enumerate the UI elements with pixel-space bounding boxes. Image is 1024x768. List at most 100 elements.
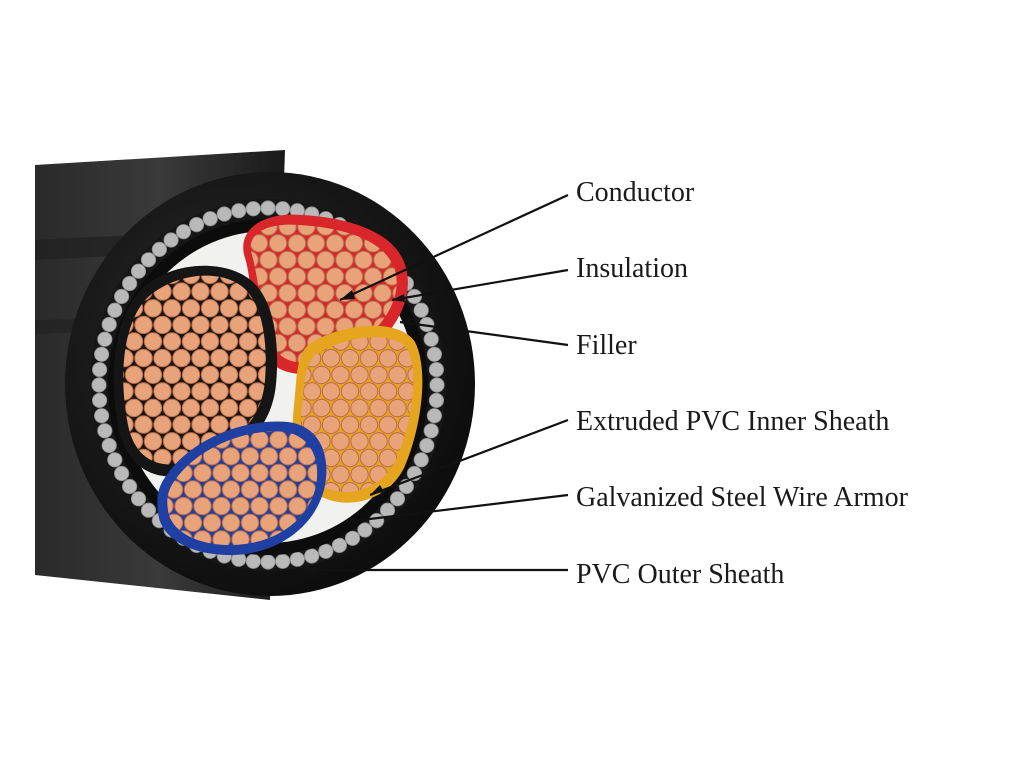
armor-wire xyxy=(389,491,406,507)
copper-strand xyxy=(202,513,222,532)
copper-strand xyxy=(143,432,163,451)
armor-wire xyxy=(122,478,138,495)
copper-strand xyxy=(200,365,220,384)
copper-strand xyxy=(340,349,360,368)
copper-strand xyxy=(143,365,163,384)
armor-wire xyxy=(426,408,442,424)
armor-wire xyxy=(163,232,179,248)
copper-strand xyxy=(350,465,369,484)
armor-wire xyxy=(175,224,192,240)
armor-wire xyxy=(114,288,130,305)
leader-inner-sheath xyxy=(369,418,569,497)
copper-strand xyxy=(297,283,316,303)
armor-wire xyxy=(426,346,442,362)
armor-wire xyxy=(92,392,108,408)
armor-wire xyxy=(130,491,147,507)
armor-wire xyxy=(275,553,291,569)
copper-strand xyxy=(124,398,144,418)
armor-wire xyxy=(97,331,113,347)
copper-strand xyxy=(123,365,125,384)
copper-strand xyxy=(378,448,398,468)
armor-wire xyxy=(368,512,385,529)
copper-strand xyxy=(181,398,201,418)
core-blue xyxy=(157,421,327,555)
copper-strand xyxy=(212,496,231,516)
copper-strand xyxy=(193,496,212,516)
copper-strand xyxy=(162,398,182,418)
copper-strand xyxy=(359,349,379,368)
copper-strand xyxy=(316,250,335,270)
leader-insulation xyxy=(391,268,569,302)
copper-strand xyxy=(153,315,172,335)
copper-strand xyxy=(221,447,241,466)
label-filler: Filler xyxy=(576,330,637,361)
copper-strand xyxy=(278,447,298,466)
copper-strand xyxy=(287,333,307,353)
copper-strand xyxy=(210,348,229,368)
armor-wire xyxy=(189,217,205,233)
copper-strand xyxy=(359,448,379,468)
copper-strand xyxy=(287,300,307,319)
copper-strand xyxy=(259,480,279,499)
copper-strand xyxy=(300,415,303,434)
armor-wire xyxy=(275,201,291,217)
copper-strand xyxy=(143,398,163,418)
copper-strand xyxy=(287,234,307,253)
copper-strand xyxy=(181,432,201,451)
copper-strand xyxy=(288,463,307,483)
copper-strand xyxy=(259,431,279,433)
copper-strand xyxy=(250,463,269,483)
copper-strand xyxy=(269,496,288,516)
armor-wire xyxy=(423,423,439,439)
copper-strand xyxy=(350,337,369,351)
armor-wire xyxy=(423,331,439,347)
copper-strand xyxy=(297,480,317,499)
armor-wire xyxy=(413,452,429,468)
copper-strand xyxy=(124,365,144,384)
copper-strand xyxy=(172,415,191,434)
copper-strand xyxy=(229,348,248,368)
armor-wire xyxy=(304,548,320,564)
armor-wire xyxy=(428,361,444,378)
copper-strand xyxy=(172,315,191,335)
armor-wire xyxy=(101,316,117,333)
armor-wire xyxy=(216,206,232,222)
copper-strand xyxy=(312,365,331,385)
copper-strand xyxy=(248,382,266,401)
copper-strand xyxy=(306,300,326,319)
armor-wire xyxy=(97,423,113,439)
arrowhead-armor xyxy=(345,516,357,524)
copper-strand xyxy=(344,267,364,286)
copper-strand xyxy=(162,365,182,384)
armor-wire xyxy=(114,465,130,482)
armor-wire xyxy=(91,377,107,393)
copper-strand xyxy=(331,465,350,484)
label-extruded-pvc-inner-sheath: Extruded PVC Inner Sheath xyxy=(576,406,889,437)
copper-strand xyxy=(191,282,210,301)
armor-wire xyxy=(202,211,218,227)
copper-strand xyxy=(210,282,229,301)
arrowhead-insulation xyxy=(392,294,405,302)
copper-strand xyxy=(321,349,341,368)
copper-strand xyxy=(172,382,191,401)
copper-strand xyxy=(316,317,335,336)
copper-strand xyxy=(191,415,210,434)
armor-wire xyxy=(107,452,123,468)
armor-wire xyxy=(260,200,276,216)
armor-wire xyxy=(140,502,157,518)
copper-strand xyxy=(123,382,134,401)
copper-strand xyxy=(392,283,397,303)
copper-strand xyxy=(219,398,239,418)
copper-strand xyxy=(325,234,345,253)
copper-strand xyxy=(172,348,191,368)
copper-strand xyxy=(257,365,266,384)
copper-strand xyxy=(350,398,369,418)
copper-strand xyxy=(321,415,341,434)
copper-strand xyxy=(288,496,307,516)
copper-strand xyxy=(191,348,210,368)
copper-strand xyxy=(181,332,201,351)
copper-strand xyxy=(340,415,360,434)
label-insulation: Insulation xyxy=(576,253,688,284)
copper-strand xyxy=(221,513,241,532)
